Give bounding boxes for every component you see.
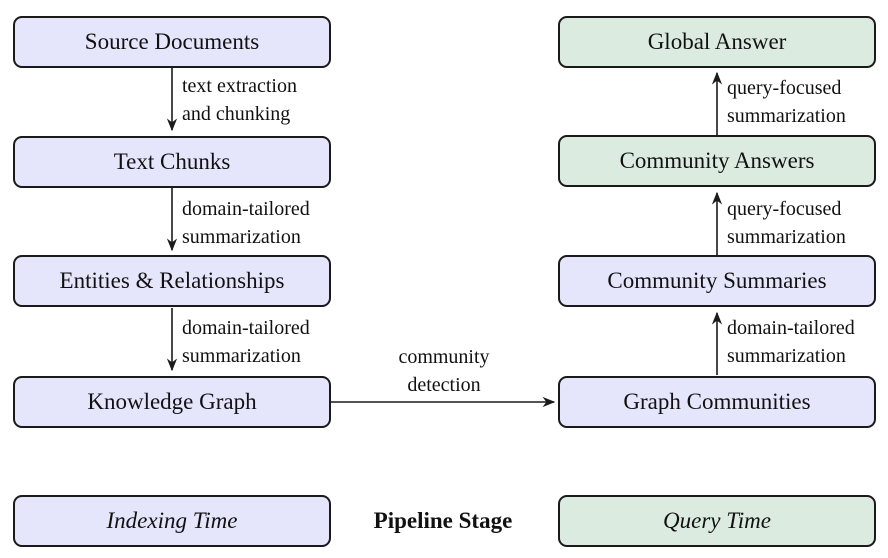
node-label: Knowledge Graph [87, 389, 257, 414]
edge-label-line: summarization [182, 226, 301, 248]
edge-label-line: query-focused [727, 77, 842, 99]
edge-label-line: domain-tailored [182, 317, 310, 339]
node-global-answer: Global Answer [558, 16, 876, 68]
node-entities-relationships: Entities & Relationships [13, 255, 331, 307]
node-source-documents: Source Documents [13, 16, 331, 68]
legend-label: Query Time [663, 508, 771, 533]
legend-label: Indexing Time [106, 508, 238, 533]
edge-label-domain-tailored-2: domain-tailored summarization [182, 314, 310, 370]
node-community-summaries: Community Summaries [558, 255, 876, 307]
node-community-answers: Community Answers [558, 135, 876, 187]
edge-label-line: community [398, 346, 490, 368]
edge-label-line: summarization [182, 345, 301, 367]
node-label: Graph Communities [623, 389, 811, 414]
node-label: Entities & Relationships [59, 268, 285, 293]
node-label: Community Answers [619, 148, 815, 173]
node-label: Text Chunks [113, 149, 231, 174]
edge-label-query-focused-2: query-focused summarization [727, 74, 846, 130]
edge-label-line: summarization [727, 226, 846, 248]
edge-label-line: text extraction [182, 75, 297, 97]
edge-label-community-detection: community detection [374, 343, 514, 399]
edge-label-text-extraction: text extraction and chunking [182, 72, 297, 128]
edge-label-line: detection [407, 374, 481, 396]
node-text-chunks: Text Chunks [13, 136, 331, 188]
node-label: Global Answer [647, 29, 787, 54]
legend-pipeline-stage: Pipeline Stage [373, 508, 513, 533]
node-label: Source Documents [84, 29, 260, 54]
edge-label-domain-tailored-1: domain-tailored summarization [182, 195, 310, 251]
edge-label-line: summarization [727, 345, 846, 367]
edge-label-line: summarization [727, 105, 846, 127]
edge-label-line: query-focused [727, 198, 842, 220]
legend-query-time: Query Time [558, 495, 876, 547]
edge-label-line: and chunking [182, 103, 291, 125]
legend-indexing-time: Indexing Time [13, 495, 331, 547]
node-label: Community Summaries [607, 268, 827, 293]
edge-label-domain-tailored-3: domain-tailored summarization [727, 314, 855, 370]
edge-label-line: domain-tailored [182, 198, 310, 220]
node-knowledge-graph: Knowledge Graph [13, 376, 331, 428]
node-graph-communities: Graph Communities [558, 376, 876, 428]
edge-label-query-focused-1: query-focused summarization [727, 195, 846, 251]
edge-label-line: domain-tailored [727, 317, 855, 339]
